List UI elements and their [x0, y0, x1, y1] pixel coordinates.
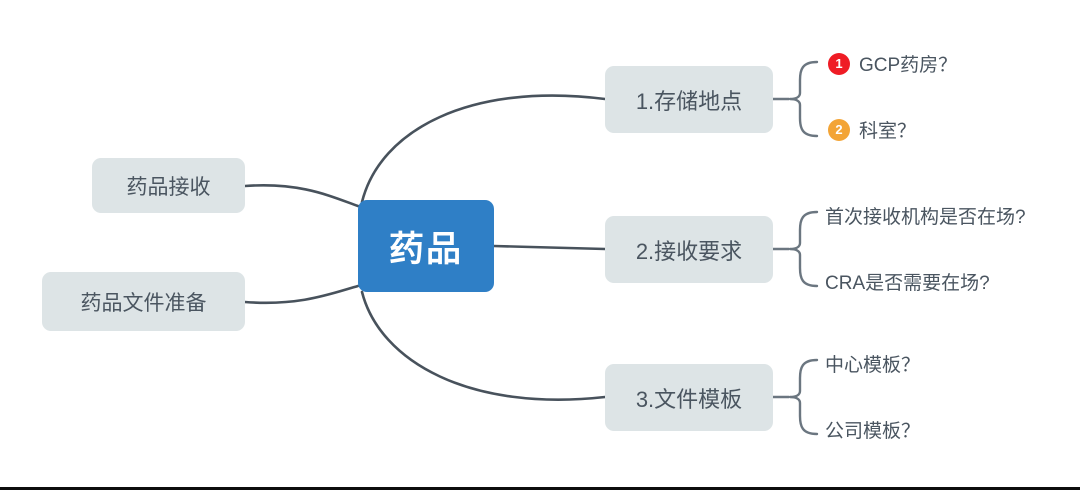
- connector-branch-1: [360, 94, 607, 204]
- left-node-document-preparation[interactable]: 药品文件准备: [42, 272, 245, 331]
- connector-branch-3: [360, 290, 607, 401]
- leaf-item[interactable]: 1 GCP药房？: [828, 50, 957, 77]
- leaf-label: 公司模板？: [825, 421, 921, 442]
- branch-node-document-template[interactable]: 3.文件模板: [605, 364, 773, 431]
- leaf-label: 科室？: [859, 121, 917, 142]
- bracket-branch-3-curve: [789, 358, 819, 436]
- bottom-divider: [0, 487, 1080, 490]
- leaf-label: 首次接收机构是否在场?: [825, 207, 1026, 228]
- leaf-item[interactable]: CRA是否需要在场?: [825, 268, 990, 295]
- leaf-label: 中心模板？: [825, 355, 921, 376]
- left-node-drug-receipt[interactable]: 药品接收: [92, 158, 245, 213]
- badge-number-icon: 2: [828, 118, 850, 141]
- connector-left-2: [243, 284, 360, 305]
- connector-branch-2: [492, 244, 607, 251]
- leaf-item[interactable]: 中心模板？: [825, 350, 920, 377]
- leaf-item[interactable]: 公司模板？: [825, 416, 920, 443]
- badge-number-icon: 1: [828, 52, 850, 75]
- leaf-item[interactable]: 首次接收机构是否在场?: [825, 202, 1026, 229]
- leaf-label: CRA是否需要在场?: [825, 273, 990, 294]
- bracket-branch-2-curve: [789, 210, 819, 288]
- bracket-branch-1-curve: [789, 60, 819, 138]
- center-node[interactable]: 药品: [358, 200, 494, 292]
- branch-node-receipt-requirements[interactable]: 2.接收要求: [605, 216, 773, 283]
- leaf-item[interactable]: 2 科室？: [828, 116, 916, 143]
- connector-left-1: [243, 184, 360, 208]
- leaf-label: GCP药房？: [859, 55, 958, 76]
- branch-node-storage-location[interactable]: 1.存储地点: [605, 66, 773, 133]
